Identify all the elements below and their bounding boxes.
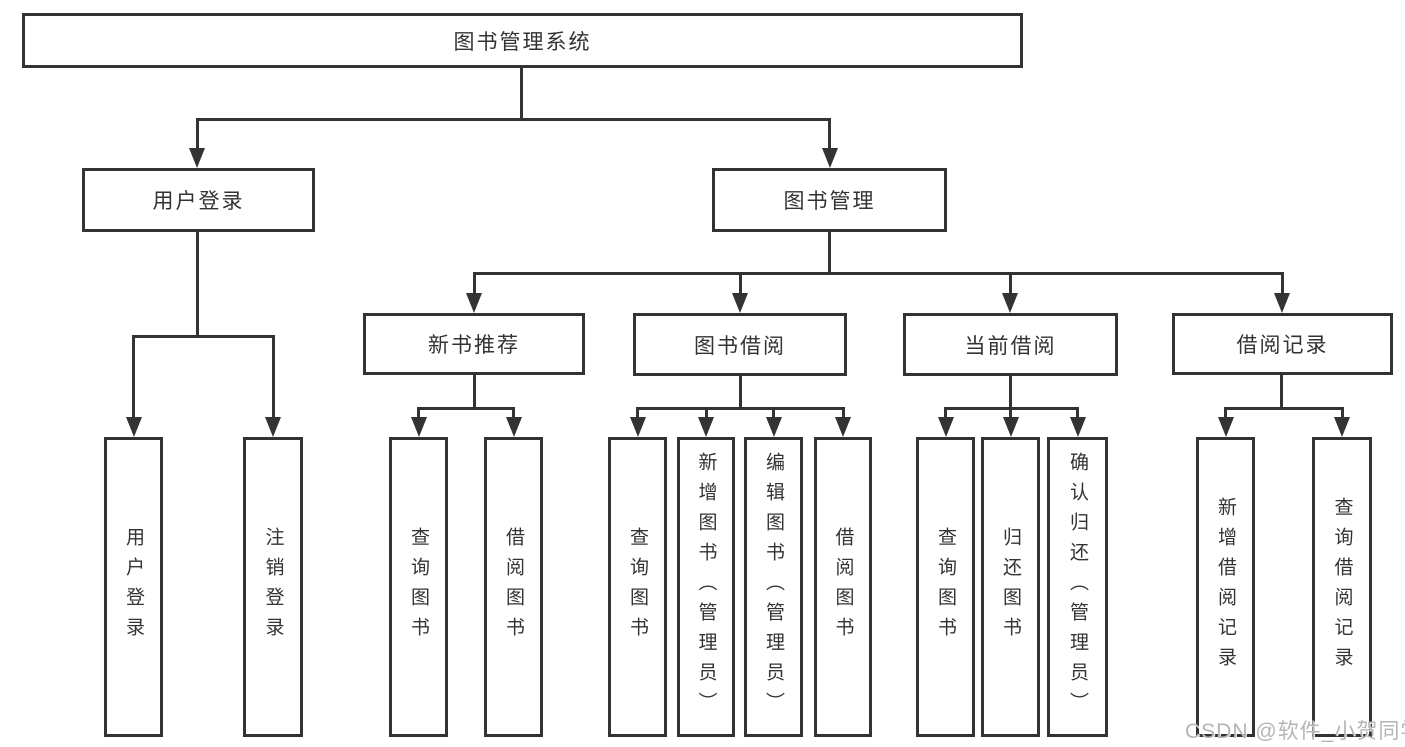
connector-line bbox=[1224, 407, 1344, 410]
node-user-login: 用户登录 bbox=[82, 168, 315, 232]
connector-line bbox=[473, 375, 476, 407]
leaf-add-borrow-record: 新增借阅记录 bbox=[1196, 437, 1255, 737]
arrowhead-icon bbox=[732, 293, 748, 313]
arrowhead-icon bbox=[410, 417, 427, 437]
csdn-watermark: CSDN @软件_小贺同学 bbox=[1185, 720, 1405, 743]
node-current-borrow-label: 当前借阅 bbox=[964, 334, 1057, 358]
connector-stem bbox=[772, 407, 775, 417]
node-borrow-record: 借阅记录 bbox=[1172, 313, 1393, 375]
connector-line bbox=[520, 68, 523, 118]
arrowhead-icon bbox=[1069, 417, 1086, 437]
connector-line bbox=[739, 375, 742, 407]
connector-stem bbox=[1009, 407, 1012, 417]
node-book-borrow-label: 图书借阅 bbox=[694, 334, 786, 358]
arrowhead-icon bbox=[698, 417, 714, 437]
leaf-borrow-book-2-label: 借阅图书 bbox=[832, 527, 854, 647]
leaf-borrow-book-1-label: 借阅图书 bbox=[503, 527, 524, 647]
arrowhead-icon bbox=[835, 417, 851, 437]
node-new-book-recommend: 新书推荐 bbox=[363, 313, 585, 375]
connector-line bbox=[1280, 375, 1283, 407]
connector-stem bbox=[1008, 272, 1012, 293]
leaf-edit-book-admin-label: 编辑图书（管理员） bbox=[763, 452, 784, 722]
node-root: 图书管理系统 bbox=[22, 13, 1023, 68]
node-root-label: 图书管理系统 bbox=[453, 30, 592, 54]
leaf-edit-book-admin: 编辑图书（管理员） bbox=[744, 437, 803, 737]
node-user-login-label: 用户登录 bbox=[152, 190, 245, 213]
leaf-query-book-3: 查询图书 bbox=[916, 437, 975, 737]
leaf-query-book-1-label: 查询图书 bbox=[408, 527, 429, 647]
connector-line bbox=[132, 335, 275, 338]
leaf-borrow-book-2: 借阅图书 bbox=[814, 437, 872, 737]
leaf-confirm-return-admin: 确认归还（管理员） bbox=[1047, 437, 1108, 737]
leaf-logout-label: 注销登录 bbox=[262, 527, 284, 647]
leaf-add-book-admin-label: 新增图书（管理员） bbox=[695, 452, 717, 722]
leaf-return-book: 归还图书 bbox=[981, 437, 1040, 737]
leaf-return-book-label: 归还图书 bbox=[1000, 527, 1021, 647]
arrowhead-icon bbox=[505, 417, 522, 437]
arrowhead-icon bbox=[765, 417, 782, 437]
connector-stem bbox=[1340, 407, 1344, 417]
leaf-query-book-2-label: 查询图书 bbox=[627, 527, 648, 647]
node-book-management: 图书管理 bbox=[712, 168, 947, 232]
leaf-query-borrow-record-label: 查询借阅记录 bbox=[1331, 497, 1353, 677]
leaf-query-borrow-record: 查询借阅记录 bbox=[1312, 437, 1372, 737]
connector-stem bbox=[636, 407, 639, 417]
connector-stem bbox=[271, 335, 275, 417]
connector-stem bbox=[132, 335, 135, 417]
leaf-query-book-1: 查询图书 bbox=[389, 437, 448, 737]
connector-stem bbox=[1224, 407, 1227, 417]
connector-stem bbox=[841, 407, 845, 417]
connector-line bbox=[473, 272, 1284, 275]
arrowhead-icon bbox=[125, 417, 142, 437]
connector-line bbox=[196, 118, 831, 121]
arrowhead-icon bbox=[1002, 293, 1018, 313]
connector-stem bbox=[195, 118, 199, 148]
leaf-query-book-3-label: 查询图书 bbox=[935, 527, 956, 647]
connector-line bbox=[828, 232, 831, 272]
leaf-user-login: 用户登录 bbox=[104, 437, 163, 737]
node-book-management-label: 图书管理 bbox=[783, 190, 876, 213]
arrowhead-icon bbox=[1002, 417, 1019, 437]
leaf-add-book-admin: 新增图书（管理员） bbox=[677, 437, 735, 737]
node-book-borrow: 图书借阅 bbox=[633, 313, 847, 376]
arrowhead-icon bbox=[1274, 293, 1290, 313]
leaf-confirm-return-admin-label: 确认归还（管理员） bbox=[1067, 452, 1088, 722]
arrowhead-icon bbox=[189, 148, 205, 168]
connector-stem bbox=[704, 407, 708, 417]
connector-line bbox=[636, 407, 845, 410]
connector-stem bbox=[1280, 272, 1284, 293]
connector-stem bbox=[512, 407, 515, 417]
arrowhead-icon bbox=[265, 417, 281, 437]
arrowhead-icon bbox=[937, 417, 954, 437]
connector-line bbox=[1009, 375, 1012, 407]
arrowhead-icon bbox=[466, 293, 482, 313]
node-current-borrow: 当前借阅 bbox=[903, 313, 1118, 376]
connector-stem bbox=[738, 272, 742, 293]
leaf-borrow-book-1: 借阅图书 bbox=[484, 437, 543, 737]
connector-stem bbox=[417, 407, 420, 417]
arrowhead-icon bbox=[821, 148, 838, 168]
node-new-book-recommend-label: 新书推荐 bbox=[428, 334, 520, 357]
leaf-logout: 注销登录 bbox=[243, 437, 303, 737]
connector-stem bbox=[1076, 407, 1079, 417]
arrowhead-icon bbox=[1334, 417, 1350, 437]
node-borrow-record-label: 借阅记录 bbox=[1236, 334, 1329, 357]
leaf-user-login-label: 用户登录 bbox=[123, 527, 144, 647]
connector-stem bbox=[472, 272, 476, 293]
connector-stem bbox=[828, 118, 831, 148]
leaf-add-borrow-record-label: 新增借阅记录 bbox=[1215, 497, 1236, 677]
arrowhead-icon bbox=[1217, 417, 1234, 437]
arrowhead-icon bbox=[629, 417, 646, 437]
connector-stem bbox=[944, 407, 947, 417]
leaf-query-book-2: 查询图书 bbox=[608, 437, 667, 737]
connector-line bbox=[196, 232, 199, 335]
connector-line bbox=[417, 407, 515, 410]
